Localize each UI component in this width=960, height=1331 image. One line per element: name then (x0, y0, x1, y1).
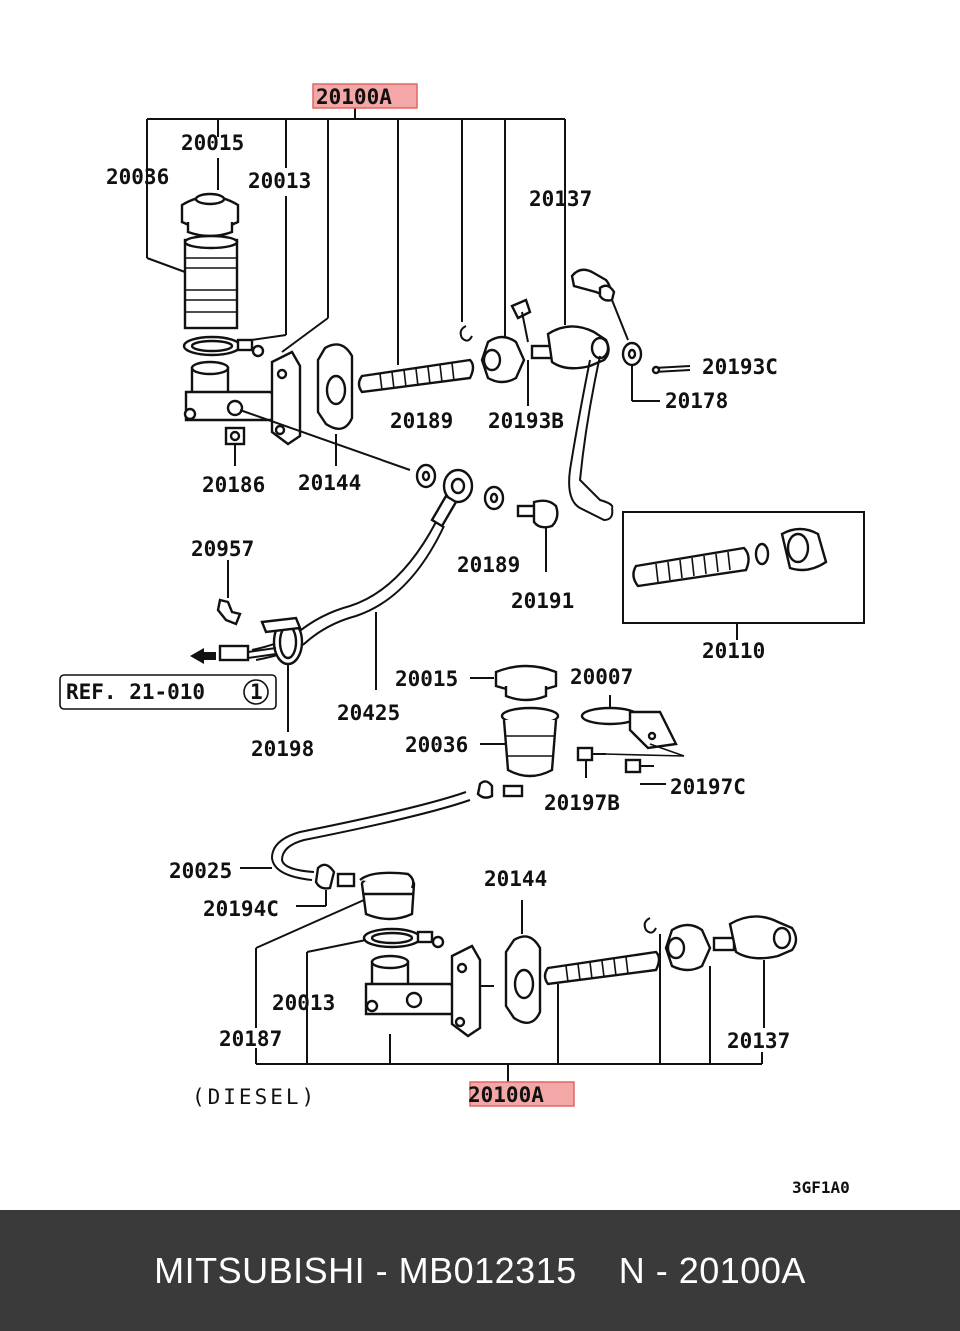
parts-diagram: 20100A (59, 83, 865, 1197)
callout-20007: 20007 (570, 665, 633, 689)
callout-20186: 20186 (202, 473, 265, 497)
reservoir-cap-mid (470, 664, 558, 702)
footer-bar: MITSUBISHI - MB012315 N - 20100A (0, 1210, 960, 1331)
hose-bracket-20198 (260, 616, 304, 732)
hose-clip-20957 (216, 560, 242, 626)
callout-20191: 20191 (511, 589, 574, 613)
piston-rod-bottom (543, 950, 661, 986)
ref-label: REF. 21-010 (66, 680, 205, 704)
washer-20189-a-inner (421, 470, 431, 482)
callout-20013-a: 20013 (248, 169, 311, 193)
callout-assembly-top: 20100A (316, 85, 392, 109)
callout-20015-a: 20015 (181, 131, 244, 155)
callout-20137-b: 20137 (727, 1029, 790, 1053)
clamp-top (182, 335, 265, 358)
clutch-hose (251, 521, 445, 690)
callout-20194C: 20194C (203, 897, 279, 921)
snap-ring-top (459, 325, 473, 342)
washer-top (621, 341, 660, 402)
boot-bottom (664, 923, 712, 972)
callout-20197B: 20197B (544, 791, 620, 815)
master-cylinder-bottom (364, 944, 494, 1038)
diagram-code: 3GF1A0 (792, 1178, 850, 1197)
callout-20036-a: 20036 (106, 165, 169, 189)
callout-20178: 20178 (665, 389, 728, 413)
callout-20144-a: 20144 (298, 471, 361, 495)
union-bolt-20191 (516, 499, 559, 572)
callout-20144-b: 20144 (484, 867, 547, 891)
nut-top (224, 426, 246, 466)
assembly-bracket-bottom (255, 899, 763, 1082)
diesel-label: (DIESEL) (192, 1085, 317, 1109)
callout-20193C: 20193C (702, 355, 778, 379)
callout-20025: 20025 (169, 859, 232, 883)
reservoir-body-top (183, 234, 239, 330)
callout-20036-b: 20036 (405, 733, 468, 757)
callout-20193B: 20193B (488, 409, 564, 433)
line-leader-20189 (239, 409, 411, 471)
clevis-pin-top (510, 298, 532, 406)
footer-part-number: MITSUBISHI - MB012315 N - 20100A (154, 1249, 806, 1291)
reservoir-hose-20025 (240, 791, 471, 881)
split-pin-top (651, 365, 691, 375)
hose-clip-20194C (296, 863, 356, 907)
washer-20189-b-inner (489, 492, 499, 504)
callout-20015-b: 20015 (395, 667, 458, 691)
ref-circle-icon (243, 679, 269, 705)
reservoir-band-20007 (580, 695, 678, 750)
callout-20189-a: 20189 (390, 409, 453, 433)
gasket-top (316, 343, 354, 466)
ref-circle-number: 1 (250, 680, 263, 704)
snap-ring-bottom (643, 917, 657, 934)
reservoir-cap-top (180, 192, 240, 238)
clevis-bottom (712, 915, 798, 1028)
clevis-top (530, 325, 610, 370)
hose-clamp-mid (476, 780, 524, 799)
callout-20110: 20110 (702, 639, 765, 663)
callout-20013-b: 20013 (272, 991, 335, 1015)
arrow-left-icon (190, 648, 216, 664)
bolts-20197 (576, 743, 685, 785)
ref-box (59, 674, 277, 710)
callout-20198: 20198 (251, 737, 314, 761)
highlight-box-top (312, 83, 418, 109)
piston-rod-top (357, 358, 475, 394)
reservoir-body-mid (480, 706, 560, 778)
pedal-arm-top (564, 268, 629, 522)
boot-top (480, 335, 526, 384)
callout-assembly-bottom: 20100A (468, 1083, 544, 1107)
master-cylinder-top (183, 350, 302, 446)
banjo-fitting (430, 468, 474, 528)
callout-20189-b: 20189 (457, 553, 520, 577)
callout-20137-a: 20137 (529, 187, 592, 211)
callout-20187: 20187 (219, 1027, 282, 1051)
highlight-box-bottom (469, 1081, 575, 1107)
gasket-bottom (504, 900, 542, 1024)
reservoir-bottom (359, 871, 416, 921)
pipe-end (190, 644, 277, 664)
clamp-bottom (362, 927, 445, 949)
callout-20957: 20957 (191, 537, 254, 561)
repair-kit-parts (632, 527, 828, 640)
callout-20197C: 20197C (670, 775, 746, 799)
callout-20425: 20425 (337, 701, 400, 725)
